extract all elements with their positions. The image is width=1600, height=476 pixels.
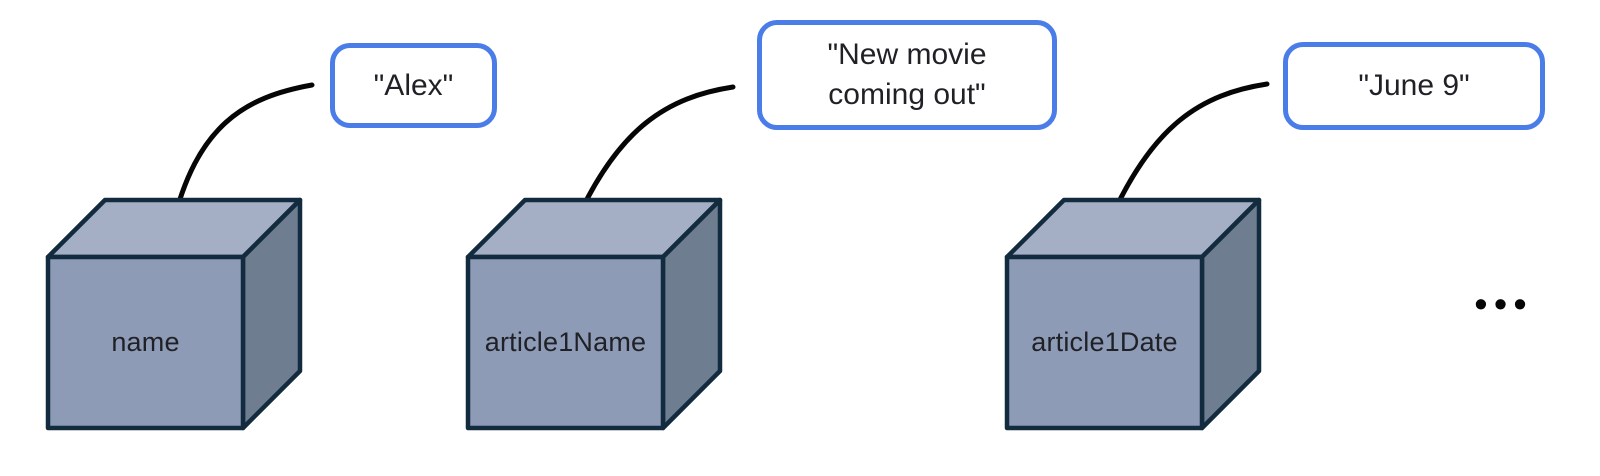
value-text: "June 9" <box>1358 69 1470 103</box>
variable-name-label: article1Date <box>1031 327 1178 357</box>
variable-name-label: name <box>111 327 180 357</box>
value-text: "New movie coming out" <box>827 38 987 111</box>
value-text: "Alex" <box>373 68 454 102</box>
cube-icon <box>45 197 303 431</box>
variable-cube-name: name <box>44 195 304 433</box>
value-bubble-name: "Alex" <box>330 43 497 128</box>
cube-icon <box>465 197 723 431</box>
value-bubble-article1date: "June 9" <box>1283 42 1545 130</box>
ellipsis-icon: ••• <box>1474 283 1534 324</box>
variable-name-label: article1Name <box>484 327 647 357</box>
variable-cube-article1date: article1Date <box>1003 195 1263 433</box>
cube-icon <box>1004 197 1262 431</box>
variable-cube-article1name: article1Name <box>464 195 724 433</box>
value-bubble-article1name: "New movie coming out" <box>757 20 1057 130</box>
